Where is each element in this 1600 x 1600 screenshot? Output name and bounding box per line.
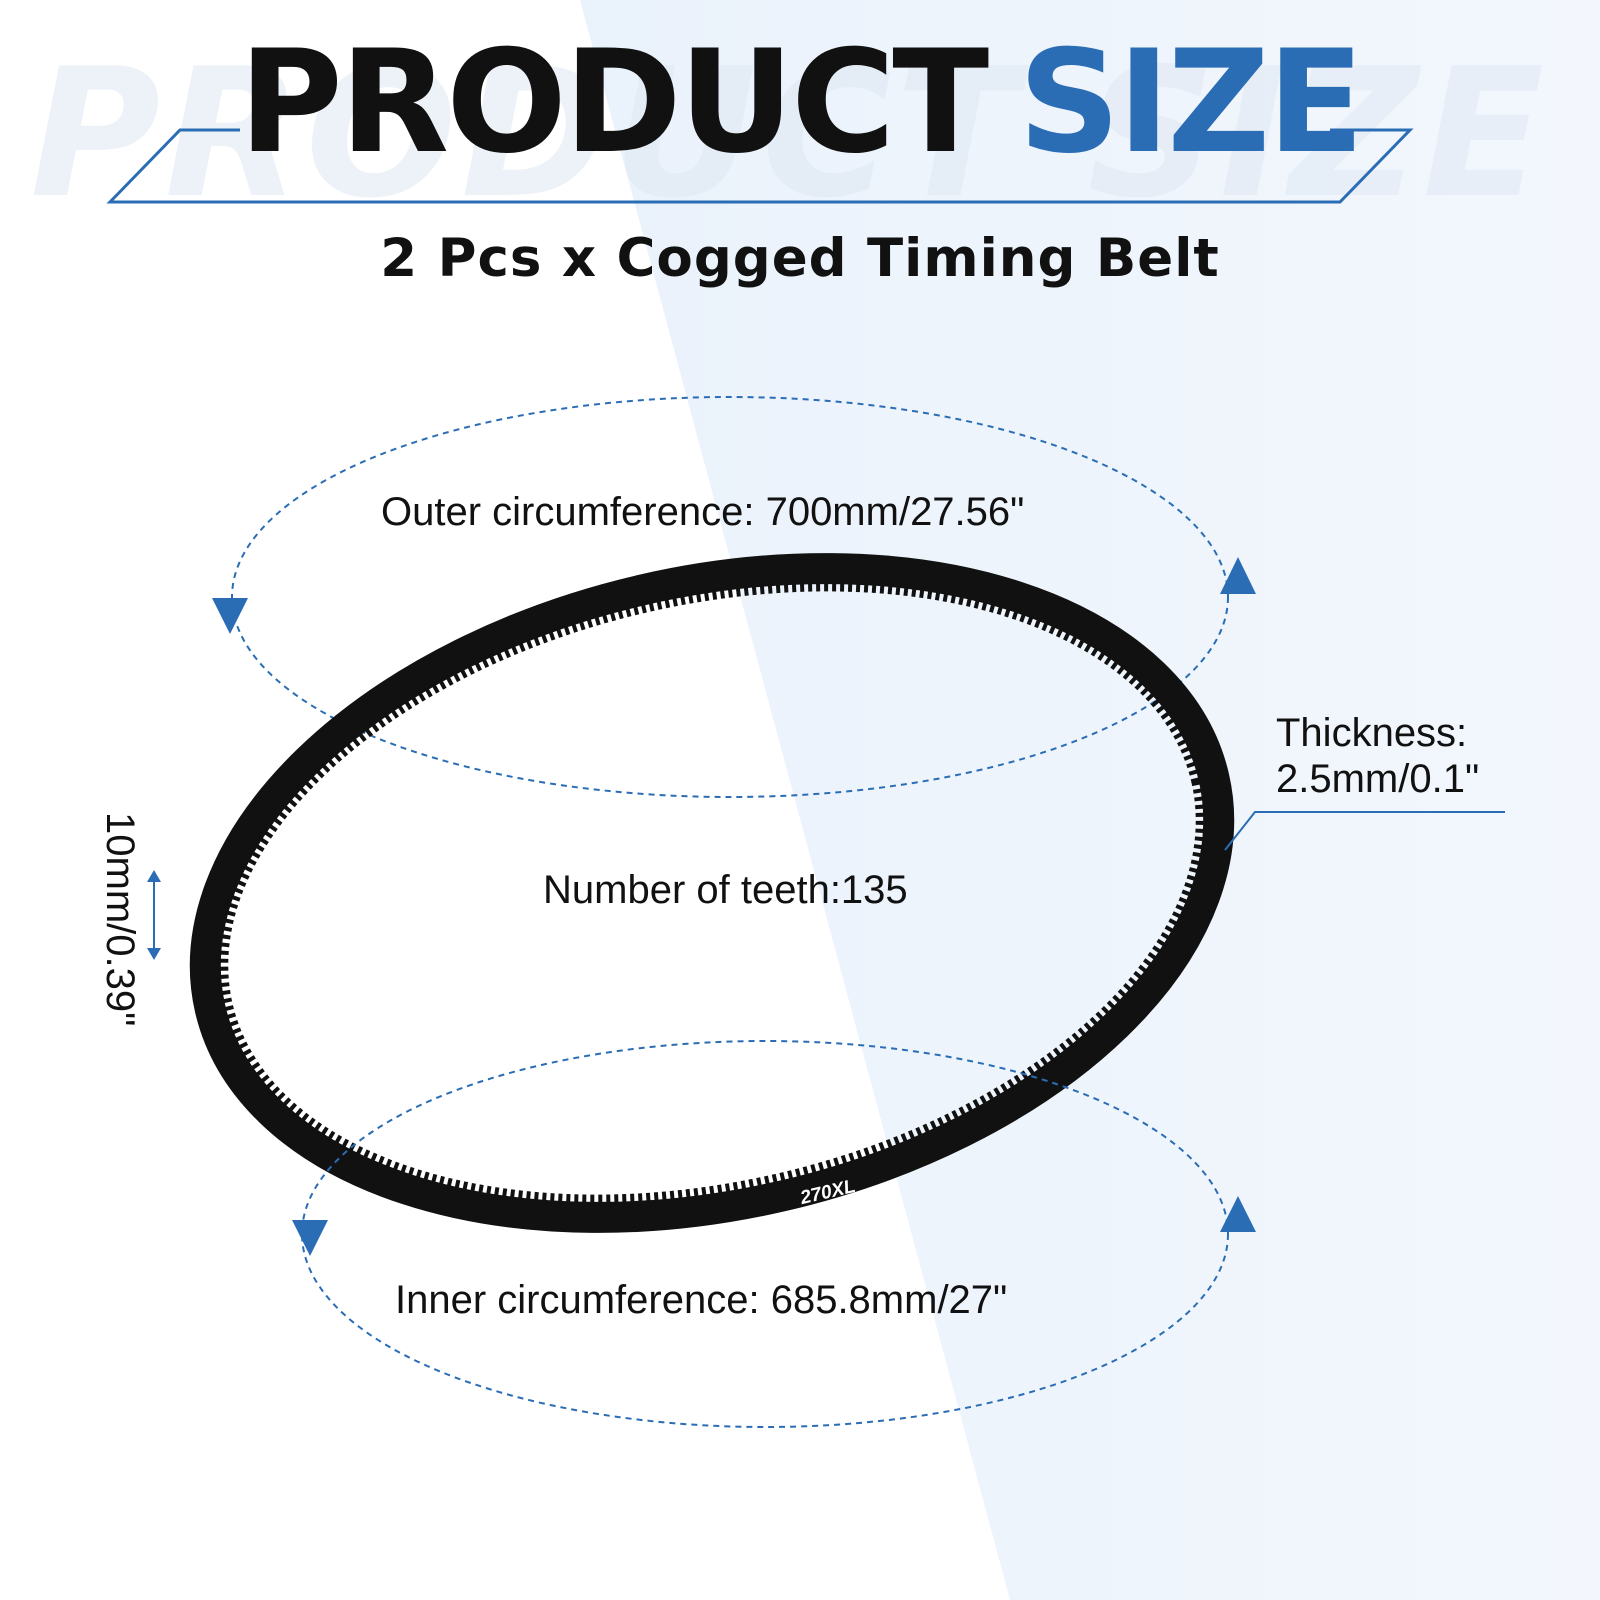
product-subtitle: 2 Pcs x Cogged Timing Belt [380,228,1220,289]
width-label: 10mm/0.39" [98,812,142,1027]
teeth-count-label: Number of teeth:135 [543,868,908,912]
outer-right-arrow-icon [1220,557,1256,594]
thickness-label-value: 2.5mm/0.1" [1276,757,1480,801]
outer-circumference-dashed-ellipse [231,396,1229,798]
title-word-size: SIZE [1018,20,1364,185]
inner-circumference-dashed-ellipse [301,1040,1229,1428]
width-double-arrow-icon [147,870,161,960]
inner-left-arrow-icon [292,1220,328,1256]
thickness-label: Thickness: 2.5mm/0.1" [1276,710,1479,802]
thickness-leader-line [1224,811,1505,851]
inner-circumference-label: Inner circumference: 685.8mm/27" [395,1278,1008,1322]
inner-right-arrow-icon [1220,1196,1256,1232]
outer-circumference-label: Outer circumference: 700mm/27.56" [381,490,1025,534]
outer-left-arrow-icon [212,598,248,634]
title-parallelogram-frame [106,128,1414,204]
title-word-product: PRODUCT [238,20,989,185]
thickness-label-title: Thickness: [1276,711,1468,755]
